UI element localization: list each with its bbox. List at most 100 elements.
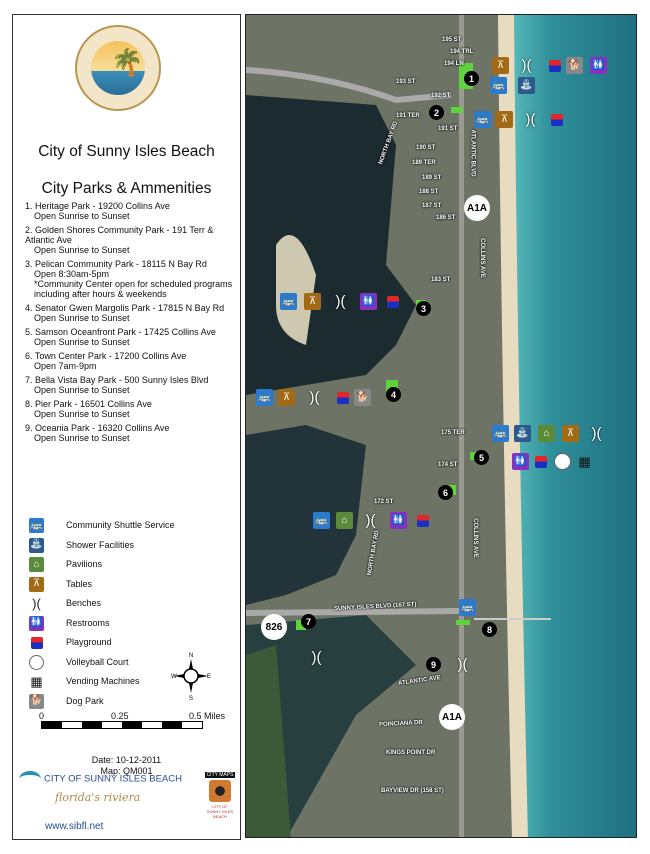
park-name: 1. Heritage Park - 19200 Collins Ave [25,201,170,211]
logo-text: CITY OF SUNNY ISLES BEACH [44,773,182,785]
park-name: 2. Golden Shores Community Park - 191 Te… [25,225,214,245]
park-marker-8[interactable]: 8 [482,622,497,637]
shuttle-icon: 🚌 [29,518,44,533]
parks-heading: City Parks & Ammenities [41,180,212,197]
shuttle-icon: 🚌 [490,77,507,94]
legend-item-volleyball: Volleyball Court [29,654,229,672]
park-marker-1[interactable]: 1 [464,71,479,86]
park-hours: Open Sunrise to Sunset [34,337,130,347]
street-label: 191 ST [438,126,458,132]
street-label: 189 ST [422,175,442,181]
vending-icon: ▦ [578,454,591,469]
street-label: 188 ST [419,189,439,195]
street-label: 187 ST [422,203,442,209]
volleyball-icon [29,654,44,670]
playground-icon [546,57,563,74]
benches-icon: )( [309,389,320,406]
benches-icon: )( [365,512,376,529]
city-title: City of Sunny Isles Beach [38,143,215,160]
pavilion-icon: ⌂ [29,557,44,572]
legend-panel: 🌴 City of Sunny Isles Beach City Parks &… [12,14,241,840]
street-label: ATLANTIC BLVD [469,129,476,177]
park-name: 8. Pier Park - 16501 Collins Ave [25,399,152,409]
restroom-icon: 🚻 [390,512,407,529]
scale-bar [41,721,203,729]
tables-icon: ⊼ [562,425,579,442]
compass-n: N [189,653,193,659]
tables-icon: ⊼ [29,576,44,592]
route-shield: 826 [261,614,287,640]
legend-label: Tables [66,578,93,589]
pavilion-icon: ⌂ [538,425,555,442]
park-marker-6[interactable]: 6 [438,485,453,500]
compass-e: E [207,674,211,680]
street-label: 193 ST [396,79,416,85]
street-label: 192 ST [431,93,451,99]
park-marker-5[interactable]: 5 [474,450,489,465]
street-label: 194 TRL [450,49,474,55]
park-name: 4. Senator Gwen Margolis Park - 17815 N … [25,303,225,313]
restroom-icon: 🚻 [512,453,529,470]
legend-label: Dog Park [66,695,104,706]
legend-item-restroom: 🚻Restrooms [29,615,229,633]
tables-icon: ⊼ [278,389,295,406]
park-entry: 7. Bella Vista Bay Park - 500 Sunny Isle… [25,375,237,395]
benches-icon: )( [311,649,322,666]
vending-icon: ▦ [30,674,43,689]
scale-start: 0 [39,711,45,721]
shower-icon: ⛲ [29,537,44,553]
route-shield: A1A [439,704,465,730]
park-hours: Open 8:30am-5pm [34,269,110,279]
park-hours: Open Sunrise to Sunset [34,385,130,395]
benches-icon: )( [457,656,468,673]
compass-rose-icon: N S E W [171,653,211,701]
playground-icon [532,453,549,470]
legend-label: Volleyball Court [66,656,129,667]
street-label: 190 ST [416,145,436,151]
park-marker-4[interactable]: 4 [386,387,401,402]
map-date: Date: 10-12-2011 [91,755,162,765]
park-hours: Open Sunrise to Sunset [34,245,130,255]
park-marker-3[interactable]: 3 [416,301,431,316]
park-name: 7. Bella Vista Bay Park - 500 Sunny Isle… [25,375,209,385]
park-hours: Open Sunrise to Sunset [34,433,130,443]
shuttle-icon: 🚌 [280,293,297,310]
legend-label: Shower Facilities [66,539,135,550]
shuttle-icon: 🚌 [459,599,476,616]
map-id: Map: QM001 [100,766,153,776]
legend-item-tables: ⊼ Tables [29,576,229,594]
shower-icon: ⛲ [514,425,531,442]
dog-icon: 🐕 [29,693,44,709]
restroom-icon: 🚻 [590,57,607,74]
street-label: 174 ST [438,462,458,468]
park-marker-7[interactable]: 7 [301,614,316,629]
pavilion-icon: ⌂ [336,512,353,529]
playground-icon [334,389,351,406]
street-label: 191 TER [396,113,420,119]
restroom-icon: 🚻 [360,293,377,310]
park-entry: 3. Pelican Community Park - 18115 N Bay … [25,259,237,299]
playground-icon [548,111,565,128]
street-label: COLLINS AVE [471,518,478,558]
legend-label: Community Shuttle Service [66,520,175,530]
legend-item-vending: ▦Vending Machines [29,673,229,691]
benches-icon: )( [335,293,346,310]
benches-icon: )( [32,596,41,611]
shuttle-icon: 🚌 [474,111,491,128]
park-entry: 4. Senator Gwen Margolis Park - 17815 N … [25,303,237,323]
volleyball-icon [554,453,571,470]
legend-item-shower: ⛲ Shower Facilities [29,537,229,555]
tables-icon: ⊼ [496,111,513,128]
park-marker-2[interactable]: 2 [429,105,444,120]
wave-logo-icon [19,771,41,787]
park-hours: Open Sunrise to Sunset [34,313,130,323]
website-link[interactable]: www.sibfl.net [45,821,104,832]
dog-icon: 🐕 [566,57,583,74]
park-marker-9[interactable]: 9 [426,657,441,672]
street-label: COLLINS AVE [478,238,485,278]
park-area [451,107,463,113]
